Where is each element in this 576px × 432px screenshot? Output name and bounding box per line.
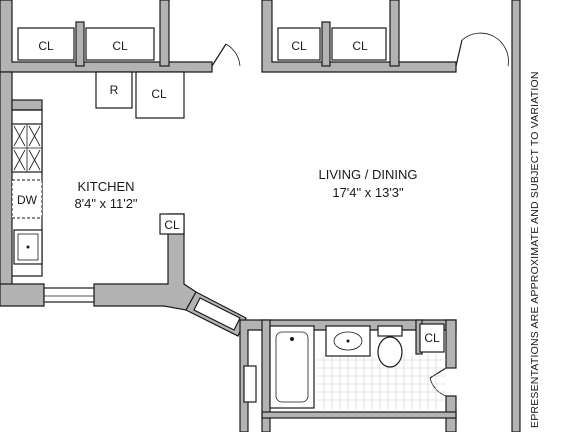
kitchen-dimensions: 8'4" x 11'2": [74, 196, 137, 211]
closet-label: CL: [151, 87, 167, 101]
kitchen-name: KITCHEN: [77, 179, 134, 194]
closets: [17, 27, 445, 353]
walls: [0, 0, 521, 432]
labels: CL CL CL CL CL CL CL R DW KITCHEN 8'4" x…: [17, 39, 541, 428]
closet-label: CL: [352, 39, 368, 53]
closet-label: CL: [38, 39, 54, 53]
closet-label: CL: [424, 331, 440, 345]
closet-label: CL: [164, 218, 180, 232]
bath-fixtures: [269, 325, 446, 410]
living-dining-dimensions: 17'4" x 13'3": [332, 185, 404, 200]
living-dining-name: LIVING / DINING: [319, 167, 418, 182]
kitchen-fixtures: [11, 109, 43, 277]
disclaimer-text: EPRESENTATIONS ARE APPROXIMATE AND SUBJE…: [529, 71, 541, 428]
doors: [43, 32, 509, 403]
refrigerator-label: R: [110, 83, 119, 97]
closet-label: CL: [112, 39, 128, 53]
dishwasher-label: DW: [17, 193, 38, 207]
closet-label: CL: [291, 39, 307, 53]
